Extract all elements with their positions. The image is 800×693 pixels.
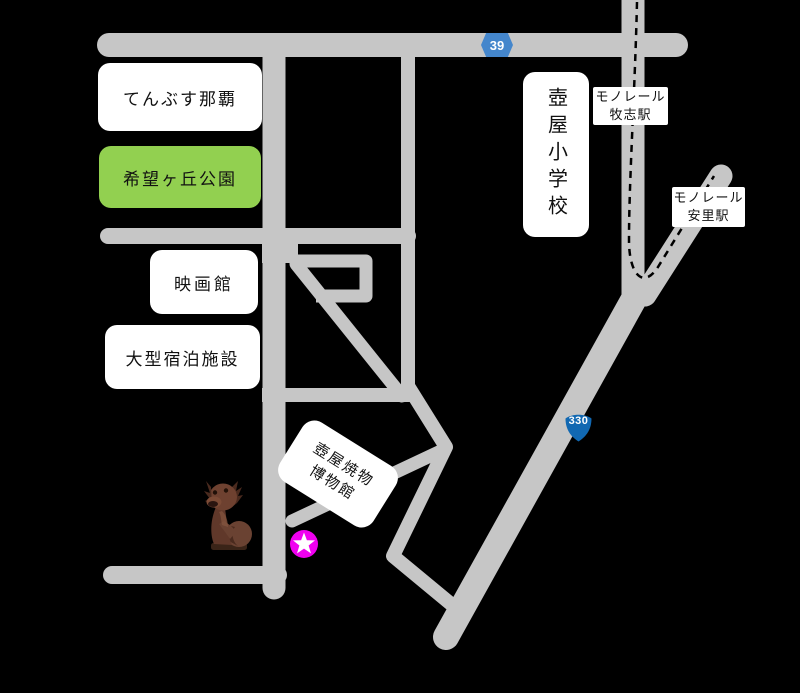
label-large-hotel-text: 大型宿泊施設 (125, 349, 240, 369)
monorail-track-dashed-line (627, 1, 716, 279)
road-loop-junction-stub (262, 242, 298, 263)
label-tsuboya-elementary-school-text: 壺屋小学校 (544, 87, 567, 222)
label-cinema-text: 映画館 (174, 274, 234, 294)
label-kibogaoka-park-text: 希望ヶ丘公園 (123, 169, 237, 189)
makishi-line2: 牧志駅 (609, 107, 652, 122)
route-330-badge: 330 (563, 411, 594, 443)
makishi-line1: モノレール (595, 89, 666, 104)
label-tenbusu-naha: てんぶす那覇 (98, 63, 262, 131)
star-marker (290, 530, 318, 558)
label-tsuboya-elementary-school: 壺屋小学校 (523, 72, 589, 237)
label-tenbusu-naha-text: てんぶす那覇 (123, 89, 237, 109)
label-large-hotel: 大型宿泊施設 (105, 325, 260, 389)
label-cinema: 映画館 (150, 250, 258, 314)
label-monorail-asato-station: モノレール 安里駅 (672, 187, 745, 227)
route-39-badge: 39 (481, 33, 513, 57)
road-block-diagonal (289, 257, 409, 403)
label-kibogaoka-park: 希望ヶ丘公園 (99, 146, 261, 208)
label-monorail-makishi-station: モノレール 牧志駅 (593, 87, 668, 125)
asato-line2: 安里駅 (687, 208, 730, 223)
road-route-330 (433, 275, 653, 650)
asato-line1: モノレール (673, 190, 744, 205)
route-39-number: 39 (489, 37, 505, 53)
road-block-loop (294, 254, 373, 303)
route-330-number: 330 (568, 415, 589, 427)
route-330-shield-icon (565, 414, 592, 442)
shisa-statue-photo (204, 481, 252, 550)
